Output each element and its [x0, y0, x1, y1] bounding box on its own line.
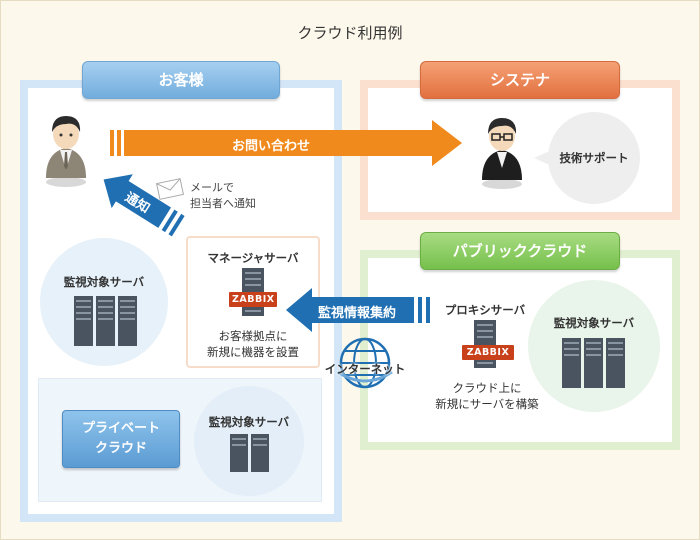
support-speech-circle: [548, 112, 640, 204]
support-speech-tail: [534, 150, 552, 166]
support-label: 技術サポート: [559, 151, 629, 165]
mail-note-line2: 担当者へ通知: [190, 197, 256, 210]
mail-icon: [156, 178, 184, 200]
mail-note: メールで 担当者へ通知: [190, 180, 256, 212]
inquiry-arrow-label: お問い合わせ: [232, 139, 311, 154]
inquiry-arrow: [110, 120, 462, 166]
monitoring-arrow: [286, 288, 430, 332]
internet-label: インターネット: [324, 362, 406, 376]
public-cloud-header-label: パブリッククラウド: [452, 242, 588, 260]
customer-header: お客様: [82, 61, 280, 99]
public-cloud-header: パブリッククラウド: [420, 232, 620, 270]
private-cloud-box: プライベート クラウド: [62, 410, 180, 468]
manager-caption-line1: お客様拠点に: [218, 329, 288, 343]
server-rack-icon: [74, 296, 137, 346]
customer-person-icon: [46, 116, 86, 187]
public-monitored-label: 監視対象サーバ: [553, 316, 635, 330]
private-server-circle: [194, 386, 304, 496]
systena-header-label: システナ: [489, 71, 550, 89]
monitoring-arrow-label: 監視情報集約: [318, 306, 397, 321]
mail-note-line1: メールで: [190, 181, 234, 194]
proxy-zabbix-badge: ZABBIX: [462, 345, 514, 360]
private-cloud-line1: プライベート: [81, 421, 160, 436]
customer-monitored-label: 監視対象サーバ: [63, 275, 145, 289]
private-cloud-line2: クラウド: [94, 441, 147, 456]
manager-caption-line2: 新規に機器を設置: [207, 345, 299, 359]
customer-header-label: お客様: [158, 71, 204, 89]
support-person-icon: [482, 118, 522, 189]
manager-zabbix-badge: ZABBIX: [229, 292, 277, 307]
private-server-rack-icon: [230, 434, 269, 472]
notify-arrow-shape: [103, 174, 185, 237]
proxy-caption-line1: クラウド上に: [452, 381, 522, 395]
globe-icon: [337, 337, 393, 389]
manager-caption: お客様拠点に 新規に機器を設置: [186, 328, 320, 360]
proxy-caption: クラウド上に 新規にサーバを構築: [422, 380, 552, 412]
private-server-label: 監視対象サーバ: [208, 415, 290, 429]
public-server-rack-icon: [562, 338, 625, 388]
systena-header: システナ: [420, 61, 620, 99]
manager-server-label: マネージャサーバ: [207, 251, 299, 265]
page-title: クラウド利用例: [297, 24, 403, 42]
notify-arrow: 通知: [93, 163, 199, 250]
proxy-server-icon: [474, 320, 496, 368]
proxy-server-label: プロキシサーバ: [444, 303, 526, 317]
proxy-caption-line2: 新規にサーバを構築: [435, 397, 539, 411]
